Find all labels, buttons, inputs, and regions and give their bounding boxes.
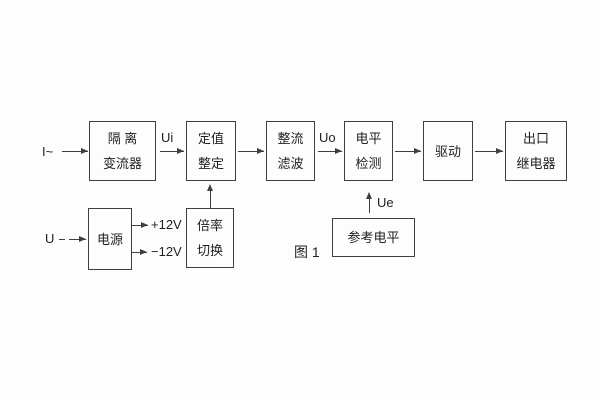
- block-label: 整定: [197, 156, 224, 171]
- voltage-input-dash: [59, 239, 65, 240]
- block-setting-adjustment: 定值 整定: [186, 121, 236, 181]
- block-label: 隔 离: [107, 131, 138, 146]
- arrow-rectify-to-level: [318, 148, 342, 154]
- block-label: 继电器: [516, 156, 556, 171]
- block-drive: 驱动: [423, 121, 473, 181]
- voltage-input-label: U: [45, 231, 55, 246]
- block-label: 整流: [277, 131, 304, 146]
- arrow-drive-to-relay: [475, 148, 503, 154]
- arrow-ratio-to-setting: [207, 184, 213, 208]
- arrow-voltage-to-power: [69, 236, 86, 242]
- block-output-relay: 出口 继电器: [505, 121, 567, 181]
- rail-plus12v-label: +12V: [151, 217, 182, 232]
- current-input-label: I~: [42, 144, 54, 159]
- block-label: 倍率: [196, 218, 223, 233]
- signal-uo-label: Uo: [319, 130, 336, 145]
- block-label: 滤波: [277, 156, 304, 171]
- block-label: 出口: [522, 131, 549, 146]
- signal-ui-label: Ui: [161, 130, 174, 145]
- arrow-current-to-isolation: [62, 148, 88, 154]
- figure-caption: 图 1: [294, 244, 320, 260]
- block-ratio-switch: 倍率 切换: [186, 208, 234, 268]
- block-rectify-filter: 整流 滤波: [266, 121, 315, 181]
- block-label: 检测: [355, 156, 382, 171]
- signal-ue-label: Ue: [377, 195, 394, 210]
- block-label: 电平: [355, 131, 382, 146]
- block-power-supply: 电源: [88, 208, 132, 270]
- block-reference-level: 参考电平: [332, 218, 415, 257]
- arrow-isolation-to-setting: [160, 148, 184, 154]
- block-level-detection: 电平 检测: [344, 121, 393, 181]
- arrow-level-to-drive: [395, 148, 421, 154]
- block-label: 参考电平: [347, 230, 400, 245]
- block-label: 驱动: [434, 143, 461, 159]
- rail-minus12v-label: −12V: [151, 244, 182, 259]
- arrow-power-plus12v: [132, 222, 148, 228]
- block-label: 切换: [196, 243, 223, 258]
- block-label: 定值: [197, 131, 224, 146]
- arrow-power-minus12v: [132, 249, 147, 255]
- block-isolation-transformer: 隔 离 变流器: [89, 121, 156, 181]
- block-label: 变流器: [102, 156, 142, 171]
- block-label: 电源: [96, 231, 123, 247]
- arrow-setting-to-rectify: [238, 148, 264, 154]
- arrow-reference-to-level: [366, 192, 372, 213]
